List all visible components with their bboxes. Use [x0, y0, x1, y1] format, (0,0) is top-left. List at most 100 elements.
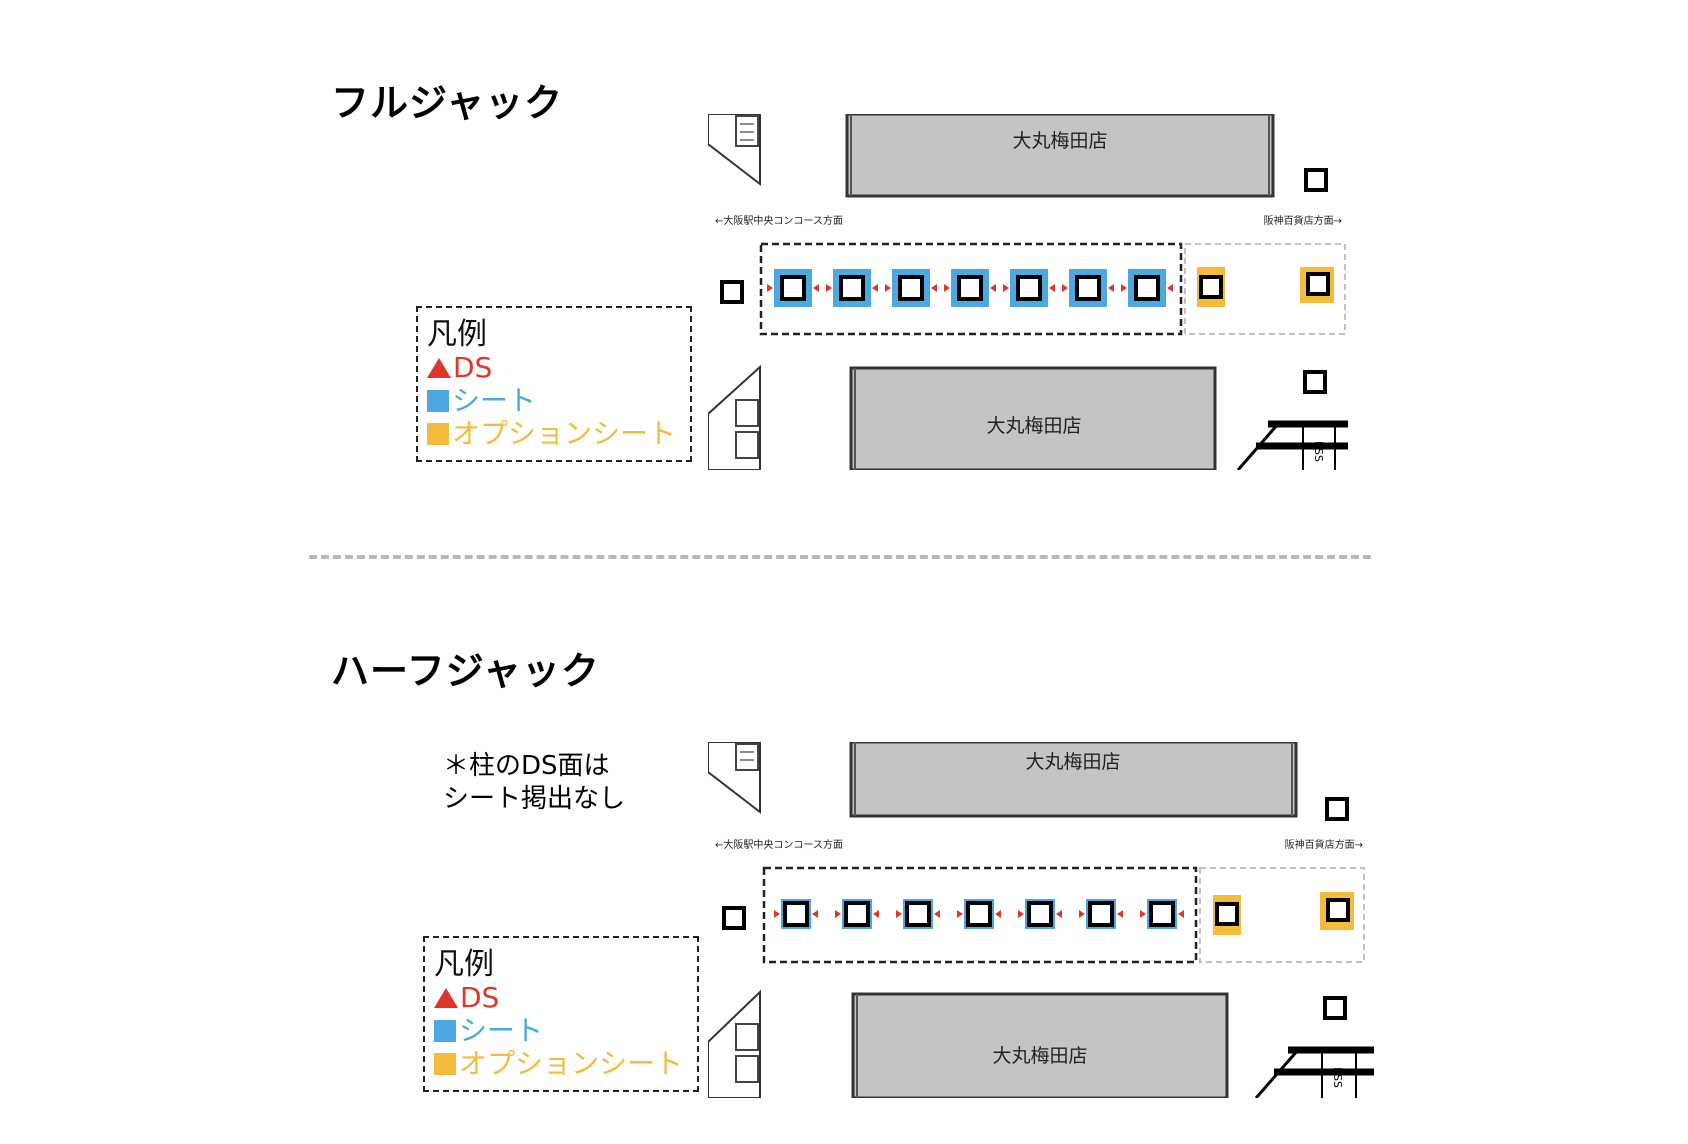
ds-marker: [813, 284, 819, 292]
legend-item-ds: DS: [427, 351, 690, 384]
full-jack-title: フルジャック: [331, 81, 564, 125]
triangle-icon: [427, 357, 451, 378]
ds-marker: [873, 910, 879, 918]
pillar: [1306, 272, 1330, 296]
ds-marker: [957, 910, 963, 918]
pillar: [1016, 275, 1042, 301]
stair-label: ESS: [1312, 441, 1325, 462]
pillar: [1304, 168, 1328, 192]
elevator-icon: [735, 399, 759, 427]
ds-marker: [1079, 910, 1085, 918]
legend-item-option-sheet: オプションシート: [427, 417, 690, 450]
ds-marker: [1003, 284, 1009, 292]
ds-marker: [1117, 910, 1123, 918]
blue-square-icon: [434, 1019, 456, 1042]
pillar: [1134, 275, 1160, 301]
ds-marker: [1178, 910, 1184, 918]
pillar: [1323, 996, 1347, 1020]
ds-marker: [944, 284, 950, 292]
elevator-icon: [735, 1023, 759, 1051]
legend-label-sheet: シート: [459, 1014, 544, 1047]
pillar: [905, 901, 931, 927]
legend-item-option-sheet: オプションシート: [434, 1047, 697, 1080]
store-block-bottom: [851, 992, 1229, 1100]
stair-label: ESS: [1331, 1067, 1344, 1088]
legend-label-option-sheet: オプションシート: [452, 417, 677, 450]
ds-marker: [872, 284, 878, 292]
ds-marker: [1049, 284, 1055, 292]
store-block-top: [845, 112, 1275, 198]
ds-marker: [774, 910, 780, 918]
elevator-icon: [735, 743, 759, 771]
ds-marker: [835, 910, 841, 918]
half-jack-title: ハーフジャック: [331, 649, 600, 693]
stairs: ESS: [1236, 420, 1348, 471]
floor-map-full: 大丸梅田店 ←大阪駅中央コンコース方面 阪神百貨店方面→ 大丸梅田店: [707, 112, 1358, 475]
legend-title: 凡例: [427, 317, 487, 352]
elevator-icon: [735, 431, 759, 459]
ds-marker: [995, 910, 1001, 918]
pillar: [783, 901, 809, 927]
legend-label-ds: DS: [453, 351, 493, 384]
ds-marker: [767, 284, 773, 292]
note-line-2: シート掲出なし: [443, 784, 626, 814]
pillar: [722, 906, 746, 930]
ds-marker: [934, 910, 940, 918]
ds-marker: [885, 284, 891, 292]
legend-item-sheet: シート: [427, 384, 690, 417]
store-label-top: 大丸梅田店: [1025, 751, 1120, 773]
direction-right-label: 阪神百貨店方面→: [1264, 214, 1342, 227]
orange-square-icon: [427, 422, 449, 445]
store-block-top: [849, 740, 1298, 818]
jack-zone: [759, 242, 1183, 336]
ds-marker: [931, 284, 937, 292]
legend-box: 凡例 DS シート オプションシート: [423, 936, 699, 1092]
legend-box: 凡例 DS シート オプションシート: [416, 306, 692, 462]
pillar: [1303, 370, 1327, 394]
direction-left-label: ←大阪駅中央コンコース方面: [715, 838, 843, 851]
pillar: [898, 275, 924, 301]
ds-marker: [1140, 910, 1146, 918]
ds-marker: [1108, 284, 1114, 292]
pillar: [1149, 901, 1175, 927]
pillar: [839, 275, 865, 301]
direction-left-label: ←大阪駅中央コンコース方面: [715, 214, 843, 227]
pillar: [966, 901, 992, 927]
note-line-1: ＊柱のDS面は: [443, 751, 610, 781]
elevator-icon: [735, 115, 759, 147]
pillar: [1215, 902, 1239, 926]
ds-marker: [990, 284, 996, 292]
pillar: [844, 901, 870, 927]
legend-label-option-sheet: オプションシート: [459, 1047, 684, 1080]
stairs: ESS: [1254, 1046, 1374, 1099]
direction-right-label: 阪神百貨店方面→: [1285, 838, 1363, 851]
blue-square-icon: [427, 389, 449, 412]
section-divider: [309, 555, 1371, 559]
jack-zone: [762, 866, 1198, 964]
pillar: [1075, 275, 1101, 301]
ds-marker: [1121, 284, 1127, 292]
option-zone: [1184, 243, 1346, 335]
legend-title: 凡例: [434, 947, 494, 982]
legend-label-sheet: シート: [452, 384, 537, 417]
legend-label-ds: DS: [460, 981, 500, 1014]
ds-marker: [896, 910, 902, 918]
ds-marker: [1056, 910, 1062, 918]
orange-square-icon: [434, 1052, 456, 1075]
legend-item-sheet: シート: [434, 1014, 697, 1047]
pillar: [1326, 898, 1350, 922]
store-block-bottom: [849, 366, 1217, 472]
floor-map-half: 大丸梅田店 ←大阪駅中央コンコース方面 阪神百貨店方面→ 大丸梅田店 ESS: [707, 740, 1378, 1103]
pillar: [1199, 275, 1223, 299]
store-label-bottom: 大丸梅田店: [986, 415, 1081, 437]
note-text: ＊柱のDS面は シート掲出なし: [443, 750, 625, 816]
pillar: [1027, 901, 1053, 927]
store-label-top: 大丸梅田店: [1012, 130, 1107, 152]
option-zone: [1199, 867, 1365, 963]
store-label-bottom: 大丸梅田店: [992, 1045, 1087, 1067]
ds-marker: [826, 284, 832, 292]
ds-marker: [1062, 284, 1068, 292]
pillar: [957, 275, 983, 301]
pillar: [720, 280, 744, 304]
ds-marker: [1167, 284, 1173, 292]
